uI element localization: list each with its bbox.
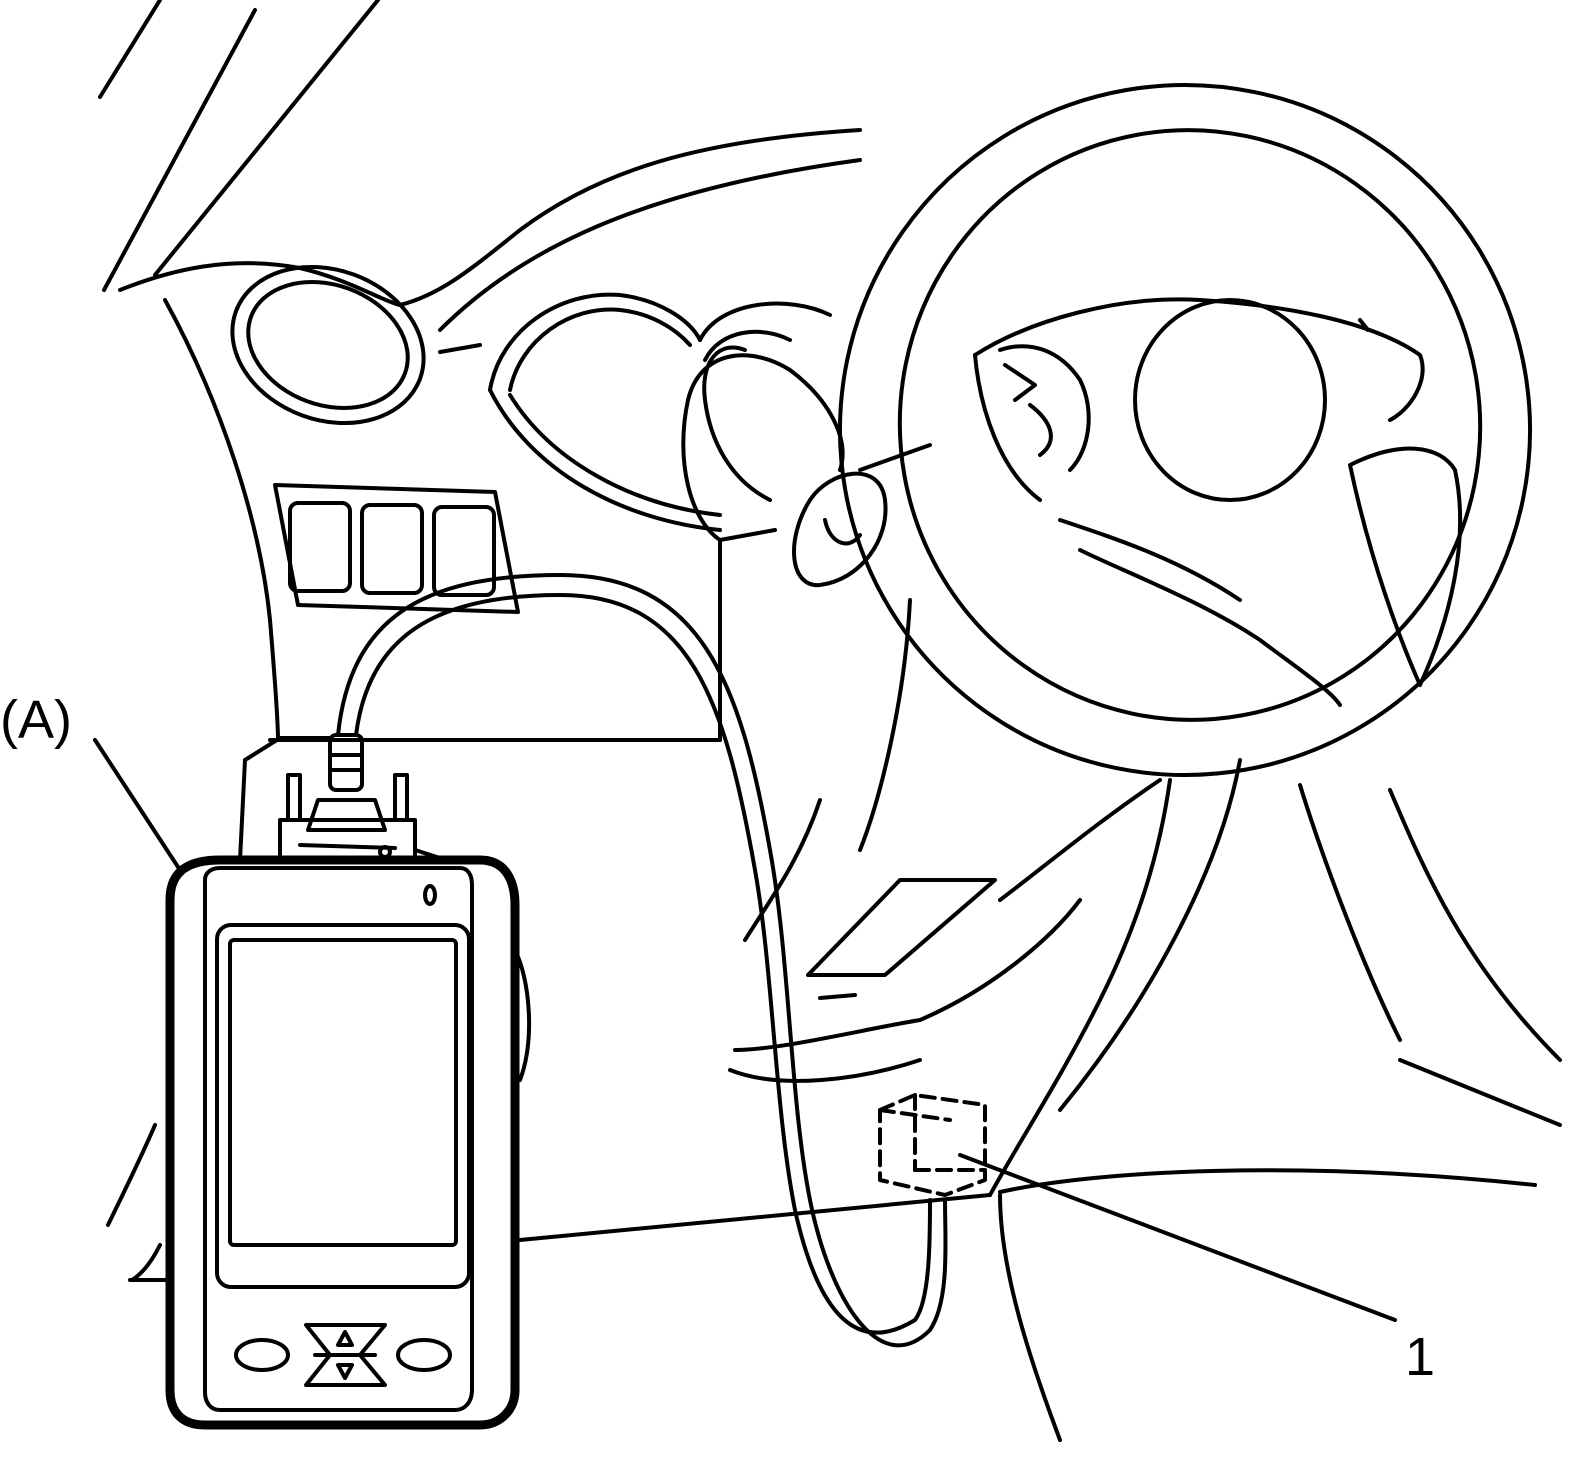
dashboard-outline	[118, 128, 992, 1282]
switch-panel	[273, 483, 520, 614]
data-link-connector	[878, 1093, 987, 1197]
air-vent	[230, 264, 426, 426]
lower-dash	[728, 758, 1562, 1442]
diagnostic-cable	[336, 573, 948, 1348]
callout-label-a: (A)	[0, 690, 72, 750]
steering-column	[681, 345, 932, 852]
leader-lines	[93, 738, 1397, 1322]
a-pillar-lines	[98, 0, 380, 292]
instrument-cluster	[488, 292, 832, 532]
callout-label-1: 1	[1405, 1327, 1435, 1387]
diagnostic-tool	[106, 733, 532, 1430]
steering-wheel	[838, 83, 1532, 777]
